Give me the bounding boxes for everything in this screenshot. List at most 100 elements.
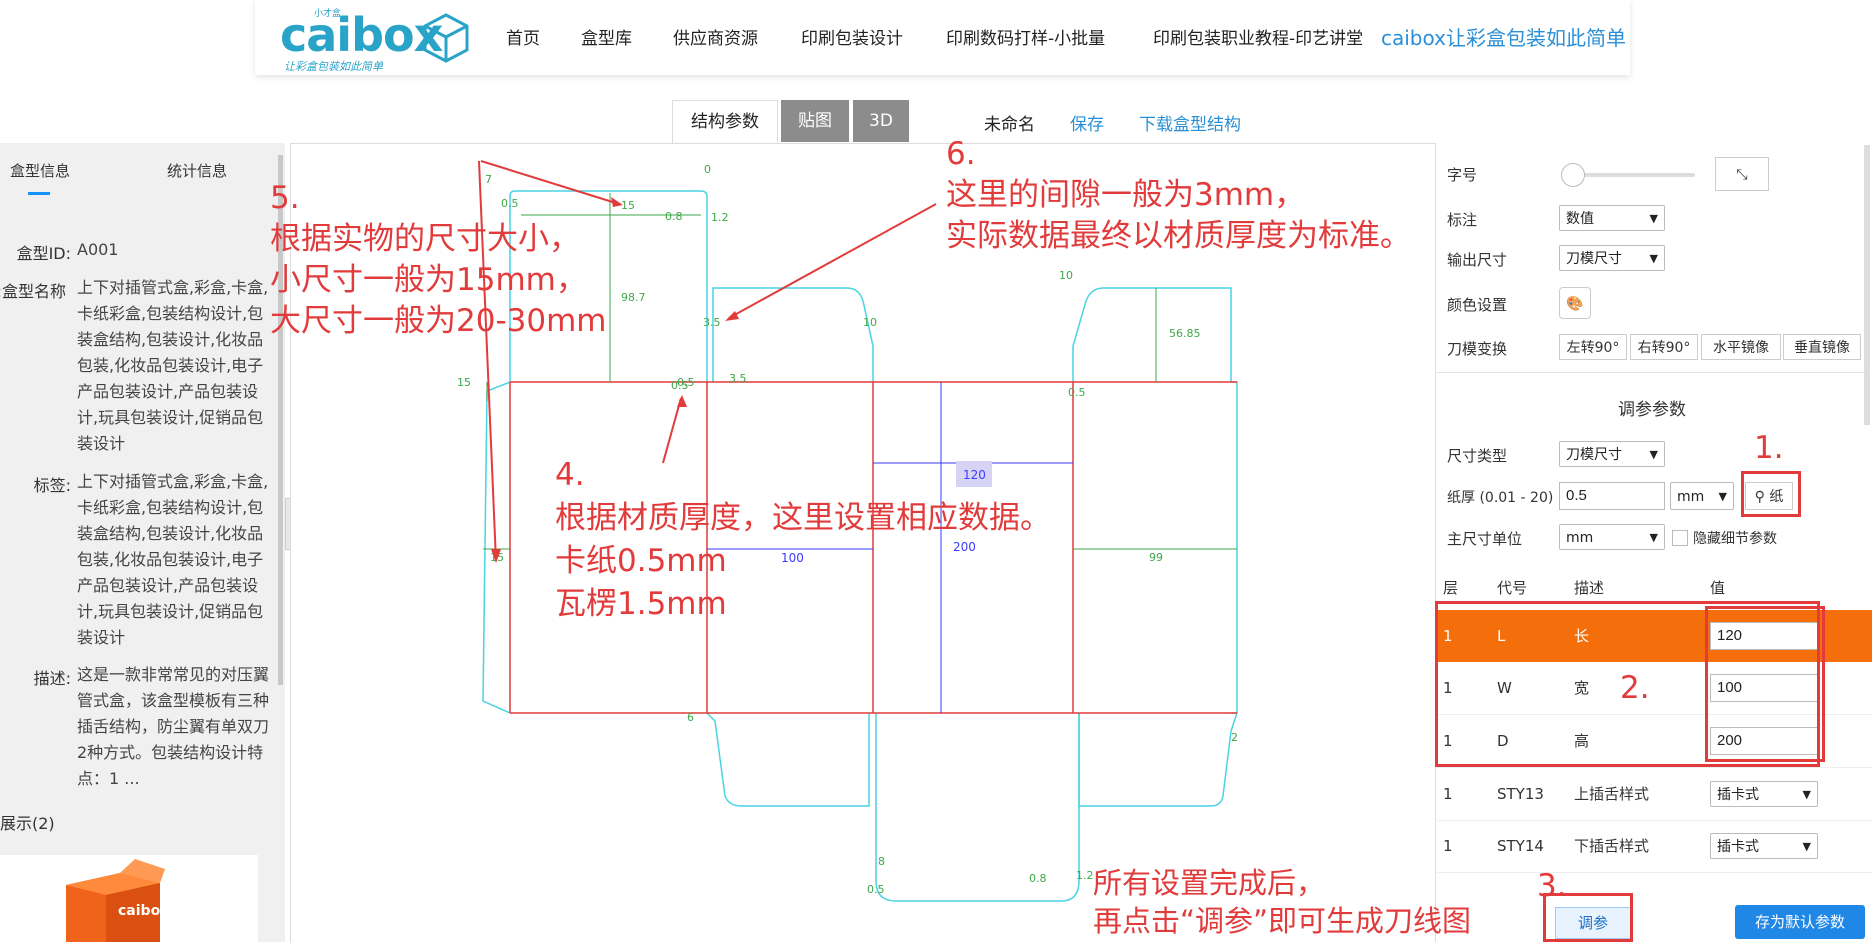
- adjust-button[interactable]: 调参: [1555, 907, 1631, 939]
- slogan-link[interactable]: caibox让彩盒包装如此简单: [1381, 26, 1626, 50]
- annotation-5-number: 5.: [270, 180, 300, 216]
- annotation-1-number: 1.: [1754, 430, 1784, 466]
- annotation-final-line: 再点击“调参”即可生成刀线图: [1093, 904, 1472, 938]
- dim-label: 3.5: [729, 372, 747, 385]
- thickness-unit-select[interactable]: mm ▼: [1670, 482, 1734, 510]
- tab-structure-params[interactable]: 结构参数: [672, 100, 778, 143]
- dim-label: 10: [1059, 269, 1073, 282]
- transform-label: 刀模变换: [1447, 340, 1508, 358]
- dim-label-width: 100: [781, 551, 804, 565]
- download-structure-link[interactable]: 下载盒型结构: [1139, 115, 1241, 135]
- nav-print-design[interactable]: 印刷包装设计: [801, 29, 903, 49]
- font-size-label: 字号: [1447, 166, 1478, 184]
- vertical-mirror-button[interactable]: 垂直镜像: [1783, 334, 1861, 360]
- box-id-label: 盒型ID:: [16, 244, 71, 263]
- thickness-unit-value: mm: [1677, 489, 1705, 505]
- table-row[interactable]: 1 STY14 下插舌样式 插卡式▼: [1435, 820, 1872, 873]
- annotation-4: 4. 根据材质厚度，这里设置相应数据。 卡纸0.5mm 瓦楞1.5mm: [555, 454, 1051, 626]
- dim-label: 0.8: [1029, 872, 1047, 885]
- width-input[interactable]: [1710, 674, 1818, 702]
- paper-search-button[interactable]: ⚲ 纸: [1745, 482, 1793, 510]
- nav-digital-proof[interactable]: 印刷数码打样-小批量: [946, 29, 1106, 49]
- chevron-down-icon: ▼: [1802, 840, 1811, 853]
- row-desc: 高: [1574, 732, 1590, 750]
- col-header-layer: 层: [1443, 579, 1459, 597]
- rotate-left-button[interactable]: 左转90°: [1559, 334, 1627, 360]
- output-size-label: 输出尺寸: [1447, 251, 1508, 269]
- annotation-label: 标注: [1447, 211, 1478, 229]
- rotate-right-button[interactable]: 右转90°: [1630, 334, 1698, 360]
- tab-texture[interactable]: 贴图: [781, 100, 849, 142]
- divider: [1435, 372, 1865, 373]
- compress-icon: ⤡: [1736, 167, 1748, 183]
- bottom-tuck-style-value: 插卡式: [1717, 839, 1759, 855]
- annotation-6-line: 这里的间隙一般为3mm，: [946, 177, 1306, 213]
- nav-suppliers[interactable]: 供应商资源: [673, 29, 758, 49]
- dim-label: 3.5: [703, 316, 721, 329]
- gallery-thumbnail[interactable]: caibox: [0, 855, 258, 942]
- right-scrollbar[interactable]: [1864, 145, 1870, 425]
- tags-value: 上下对插管式盒,彩盒,卡盒,卡纸彩盒,包装结构设计,包装盒结构,包装设计,化妆品…: [77, 472, 269, 647]
- table-row[interactable]: 1 L 长: [1435, 610, 1872, 662]
- col-header-code: 代号: [1497, 579, 1528, 597]
- annotation-4-line: 瓦楞1.5mm: [555, 586, 727, 622]
- description-label: 描述:: [33, 669, 71, 688]
- annotation-final-line: 所有设置完成后，: [1093, 866, 1326, 900]
- table-row[interactable]: 1 STY13 上插舌样式 插卡式▼: [1435, 768, 1872, 821]
- length-input[interactable]: [1710, 622, 1818, 650]
- dim-label: 1.2: [1076, 869, 1094, 882]
- tab-box-info[interactable]: 盒型信息: [10, 162, 71, 180]
- row-desc: 下插舌样式: [1574, 837, 1650, 855]
- tab-3d[interactable]: 3D: [853, 100, 909, 142]
- annotation-2-box: [1435, 601, 1820, 767]
- dim-label: 0.5: [867, 883, 885, 896]
- row-code: STY14: [1497, 837, 1544, 855]
- caibox-logo[interactable]: 小才盒 caibox 让彩盒包装如此简单: [280, 8, 443, 73]
- dim-label: 0.5: [671, 379, 689, 392]
- annotation-5-line: 根据实物的尺寸大小，: [270, 221, 580, 257]
- dim-label: 10: [863, 316, 877, 329]
- annotation-4-line: 根据材质厚度，这里设置相应数据。: [555, 500, 1051, 536]
- paper-thickness-input[interactable]: [1559, 482, 1665, 510]
- table-row[interactable]: 1 W 宽: [1435, 662, 1872, 715]
- color-settings-button[interactable]: 🎨: [1559, 287, 1591, 319]
- fit-screen-button[interactable]: ⤡: [1715, 157, 1769, 191]
- chevron-down-icon: ▼: [1649, 212, 1658, 225]
- annotation-final: 所有设置完成后， 再点击“调参”即可生成刀线图: [1093, 864, 1471, 940]
- annotation-4-line: 卡纸0.5mm: [555, 543, 727, 579]
- save-default-params-button[interactable]: 存为默认参数: [1735, 905, 1865, 939]
- size-type-select[interactable]: 刀模尺寸▼: [1559, 441, 1665, 467]
- dieline-canvas[interactable]: 0 7 0.5 15 0.8 1.2 98.7 3.5 10 10 56.85 …: [290, 143, 1436, 943]
- table-row[interactable]: 1 D 高: [1435, 715, 1872, 768]
- nav-home[interactable]: 首页: [506, 29, 540, 49]
- font-size-slider-handle[interactable]: [1561, 163, 1585, 187]
- main-unit-select[interactable]: mm▼: [1559, 524, 1665, 550]
- save-link[interactable]: 保存: [1070, 115, 1104, 135]
- font-size-slider-track[interactable]: [1565, 173, 1695, 177]
- dim-label: 98.7: [621, 291, 646, 304]
- gallery-label: 展示(2): [0, 814, 55, 833]
- row-layer: 1: [1443, 732, 1453, 750]
- output-size-value: 刀模尺寸: [1566, 251, 1622, 267]
- dim-label: 15: [621, 199, 635, 212]
- row-code: W: [1497, 679, 1512, 697]
- annotation-2-value-box: [1705, 606, 1825, 762]
- cut-lines: [482, 190, 1238, 902]
- size-type-value: 刀模尺寸: [1566, 447, 1622, 463]
- chevron-down-icon: ▼: [1718, 490, 1727, 503]
- paper-thickness-label: 纸厚 (0.01 - 20): [1447, 490, 1554, 506]
- annotation-select[interactable]: 数值▼: [1559, 205, 1665, 231]
- tab-statistics[interactable]: 统计信息: [167, 162, 228, 180]
- height-input[interactable]: [1710, 727, 1818, 755]
- horizontal-mirror-button[interactable]: 水平镜像: [1701, 334, 1781, 360]
- top-tuck-style-select[interactable]: 插卡式▼: [1710, 781, 1818, 807]
- left-scrollbar[interactable]: [278, 155, 283, 685]
- dim-label: 1.2: [711, 211, 729, 224]
- nav-box-library[interactable]: 盒型库: [581, 29, 632, 49]
- output-size-select[interactable]: 刀模尺寸▼: [1559, 245, 1665, 271]
- bottom-tuck-style-select[interactable]: 插卡式 ▼: [1710, 833, 1818, 859]
- hide-detail-checkbox[interactable]: [1672, 530, 1688, 546]
- annotation-5: 5. 根据实物的尺寸大小， 小尺寸一般为15mm， 大尺寸一般为20-30mm: [270, 178, 606, 342]
- logo-slogan: 让彩盒包装如此简单: [284, 60, 383, 73]
- nav-tutorials[interactable]: 印刷包装职业教程-印艺讲堂: [1153, 29, 1364, 49]
